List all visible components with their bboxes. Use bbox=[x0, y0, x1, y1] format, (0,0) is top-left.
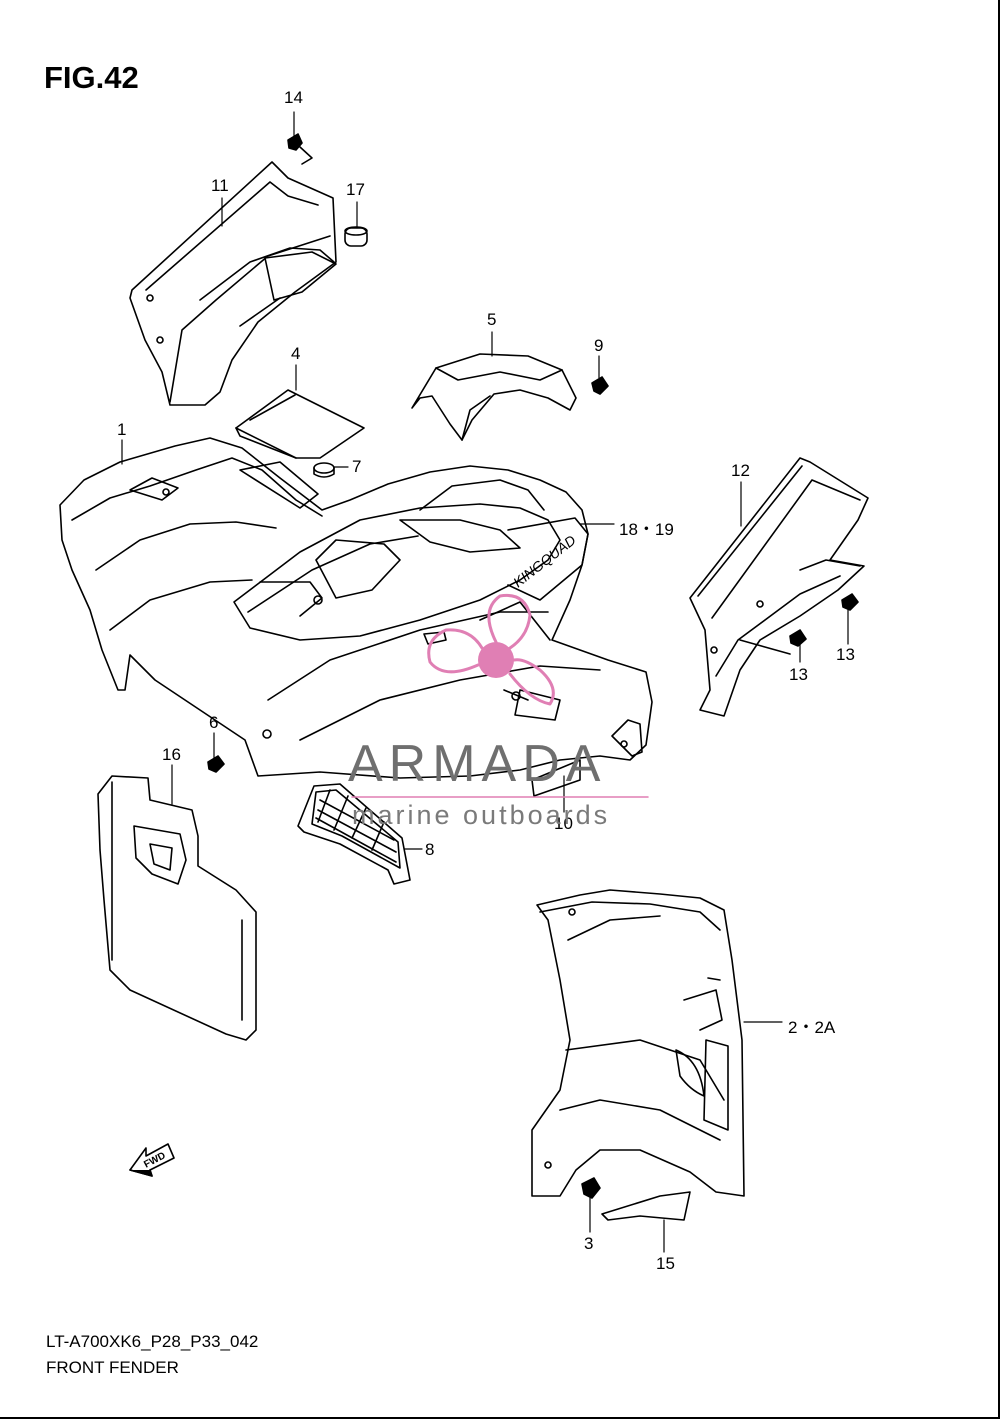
callout-6: 6 bbox=[209, 713, 219, 732]
callout-13-left: 13 bbox=[789, 665, 808, 684]
watermark-name: ARMADA bbox=[348, 735, 607, 793]
callout-18-19: 18・19 bbox=[619, 520, 674, 539]
callout-14: 14 bbox=[284, 88, 303, 107]
part-7-cushion bbox=[313, 462, 335, 478]
part-5-cover bbox=[411, 353, 577, 441]
part-10-pad bbox=[531, 759, 581, 797]
part-11-left-panel bbox=[129, 161, 337, 406]
figure-title: FIG.42 bbox=[44, 60, 139, 95]
part-13-screws bbox=[789, 593, 859, 647]
callout-2-2a: 2・2A bbox=[788, 1018, 836, 1037]
callout-17: 17 bbox=[346, 180, 365, 199]
part-14-bolt bbox=[287, 133, 313, 165]
part-2-inner-fender bbox=[531, 889, 745, 1197]
fwd-arrow-icon: FWD bbox=[129, 1143, 175, 1177]
part-1-front-fender: KINGQUAD bbox=[59, 437, 653, 779]
part-17-grommet bbox=[344, 226, 368, 247]
callout-8: 8 bbox=[425, 840, 435, 859]
part-3-screw bbox=[581, 1177, 601, 1199]
part-9-screw bbox=[591, 376, 609, 395]
callout-15: 15 bbox=[656, 1254, 675, 1273]
part-8-grille bbox=[297, 783, 411, 885]
callout-1: 1 bbox=[117, 420, 127, 439]
callout-10: 10 bbox=[554, 814, 573, 833]
callout-16: 16 bbox=[162, 745, 181, 764]
callout-11: 11 bbox=[211, 176, 229, 195]
callout-3: 3 bbox=[584, 1234, 594, 1253]
part-15-strip bbox=[601, 1191, 691, 1221]
callout-5: 5 bbox=[487, 310, 497, 329]
callout-13-right: 13 bbox=[836, 645, 855, 664]
diagram-caption: FRONT FENDER bbox=[46, 1358, 179, 1377]
diagram-code: LT-A700XK6_P28_P33_042 bbox=[46, 1332, 259, 1351]
callout-7: 7 bbox=[352, 457, 362, 476]
callout-4: 4 bbox=[291, 344, 301, 363]
leader-lines bbox=[121, 111, 849, 1253]
fender-emblem-text: KINGQUAD bbox=[510, 532, 579, 591]
watermark-propeller-icon bbox=[427, 593, 555, 706]
part-4-lid bbox=[235, 389, 365, 459]
part-6-screw bbox=[207, 755, 225, 773]
callout-12: 12 bbox=[731, 461, 750, 480]
part-16-mud-guard bbox=[97, 775, 257, 1041]
callout-9: 9 bbox=[594, 336, 604, 355]
part-12-right-panel bbox=[689, 457, 869, 717]
watermark-subtitle: marine outboards bbox=[352, 800, 611, 830]
